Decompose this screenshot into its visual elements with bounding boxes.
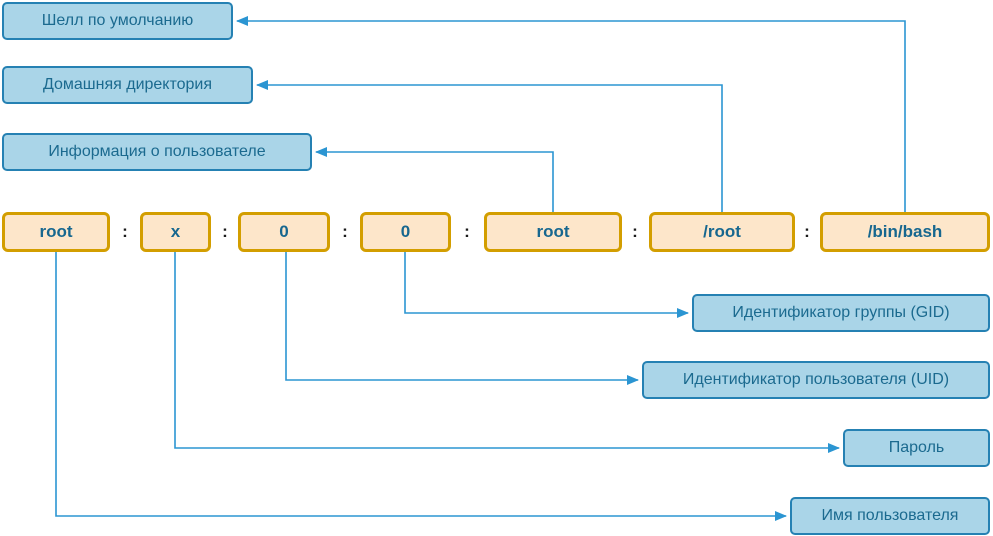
field-separator: :: [342, 222, 348, 241]
label-uid: Идентификатор пользователя (UID): [642, 361, 990, 399]
field-separator: :: [464, 222, 470, 241]
field-box-user-info: root: [484, 212, 622, 252]
arrow-password: [174, 252, 840, 453]
label-gid: Идентификатор группы (GID): [692, 294, 990, 332]
field-separator: :: [122, 222, 128, 241]
field-box-gid: 0: [360, 212, 451, 252]
field-separator: :: [632, 222, 638, 241]
label-username: Имя пользователя: [790, 497, 990, 535]
field-box-home-directory: /root: [649, 212, 795, 252]
arrow-username: [55, 252, 787, 521]
arrow-home-directory: [256, 80, 723, 212]
label-user-info: Информация о пользователе: [2, 133, 312, 171]
arrow-gid: [404, 252, 689, 318]
field-box-uid: 0: [238, 212, 330, 252]
arrow-default-shell: [236, 16, 906, 212]
field-box-username: root: [2, 212, 110, 252]
arrow-user-info: [315, 147, 554, 212]
label-password: Пароль: [843, 429, 990, 467]
field-box-password: x: [140, 212, 211, 252]
field-separator: :: [222, 222, 228, 241]
arrow-uid: [285, 252, 639, 385]
field-box-shell: /bin/bash: [820, 212, 990, 252]
label-default-shell: Шелл по умолчанию: [2, 2, 233, 40]
field-separator: :: [804, 222, 810, 241]
label-home-directory: Домашняя директория: [2, 66, 253, 104]
